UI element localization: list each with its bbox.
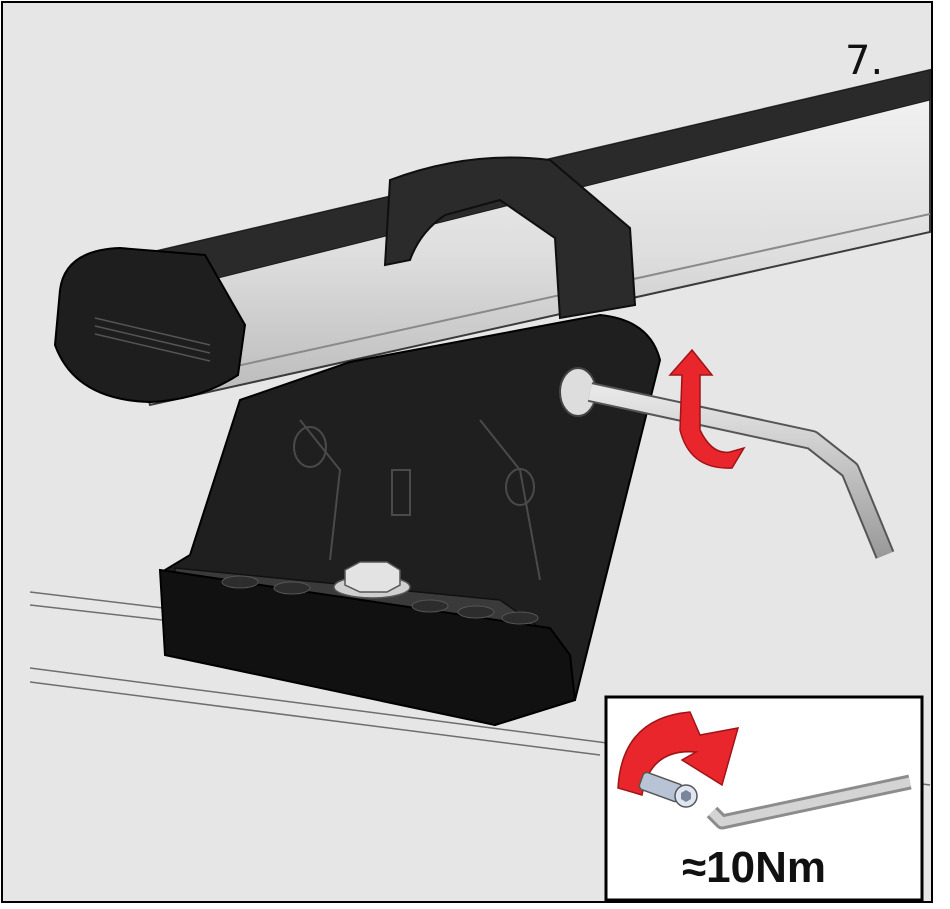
roof-foot	[158, 313, 662, 727]
allen-key-icon	[559, 367, 895, 559]
step-number: 7.	[845, 38, 884, 84]
clamp-strap	[383, 156, 637, 320]
bar-end-cap	[53, 246, 247, 404]
torque-value: ≈10Nm	[682, 843, 826, 892]
hex-bolt-icon	[333, 561, 411, 599]
hex-socket-screw-icon	[638, 771, 698, 808]
rotation-arrow-icon	[668, 348, 746, 469]
torque-inset	[604, 695, 924, 902]
